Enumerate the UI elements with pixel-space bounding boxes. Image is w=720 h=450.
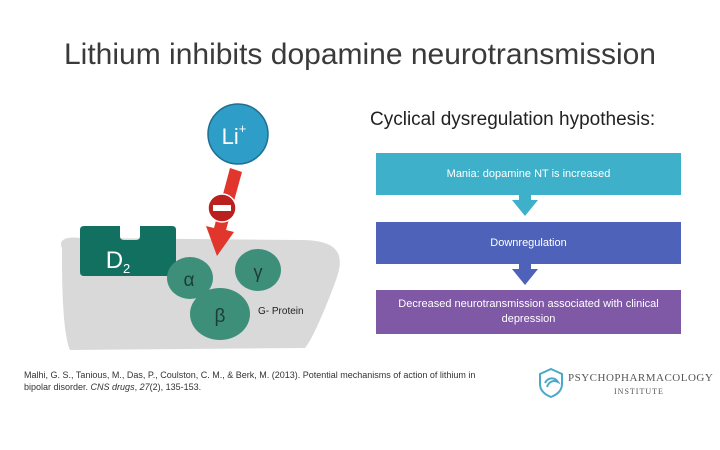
hypothesis-title: Cyclical dysregulation hypothesis: — [370, 109, 656, 130]
psychopharmacology-logo: PSYCHOPHARMACOLOGY INSTITUTE — [536, 366, 716, 400]
mechanism-diagram: D2 α γ β G- Protein Li+ — [60, 103, 340, 350]
citation-journal: CNS drugs — [90, 382, 135, 392]
flow-arrow-2-stem — [519, 264, 531, 270]
flow-step-downregulation: Downregulation — [376, 222, 681, 264]
flow-arrow-1-stem — [519, 195, 531, 201]
beta-subunit — [190, 288, 250, 340]
alpha-label: α — [184, 270, 195, 291]
d2-label: D2 — [106, 247, 131, 276]
logo-line2: INSTITUTE — [614, 387, 664, 396]
d2-receptor — [80, 226, 176, 276]
lithium-label: Li+ — [222, 121, 247, 149]
gprotein-label: G- Protein — [258, 306, 304, 317]
beta-label: β — [215, 306, 226, 327]
logo-line1: PSYCHOPHARMACOLOGY — [568, 372, 714, 384]
flow-arrow-2 — [512, 269, 538, 285]
lithium-ion — [207, 103, 269, 165]
gamma-subunit — [235, 249, 281, 291]
citation-volume: 27 — [139, 382, 150, 392]
slide-title: Lithium inhibits dopamine neurotransmiss… — [64, 38, 656, 71]
citation: Malhi, G. S., Tanious, M., Das, P., Coul… — [24, 370, 476, 392]
gamma-label: γ — [254, 262, 263, 282]
flow-step-depression: Decreased neurotransmission associated w… — [376, 290, 681, 334]
minus-icon — [213, 205, 231, 211]
flow-arrow-1 — [512, 200, 538, 216]
logo-icon — [539, 368, 563, 398]
flow-step-mania: Mania: dopamine NT is increased — [376, 153, 681, 195]
alpha-subunit — [167, 257, 213, 299]
